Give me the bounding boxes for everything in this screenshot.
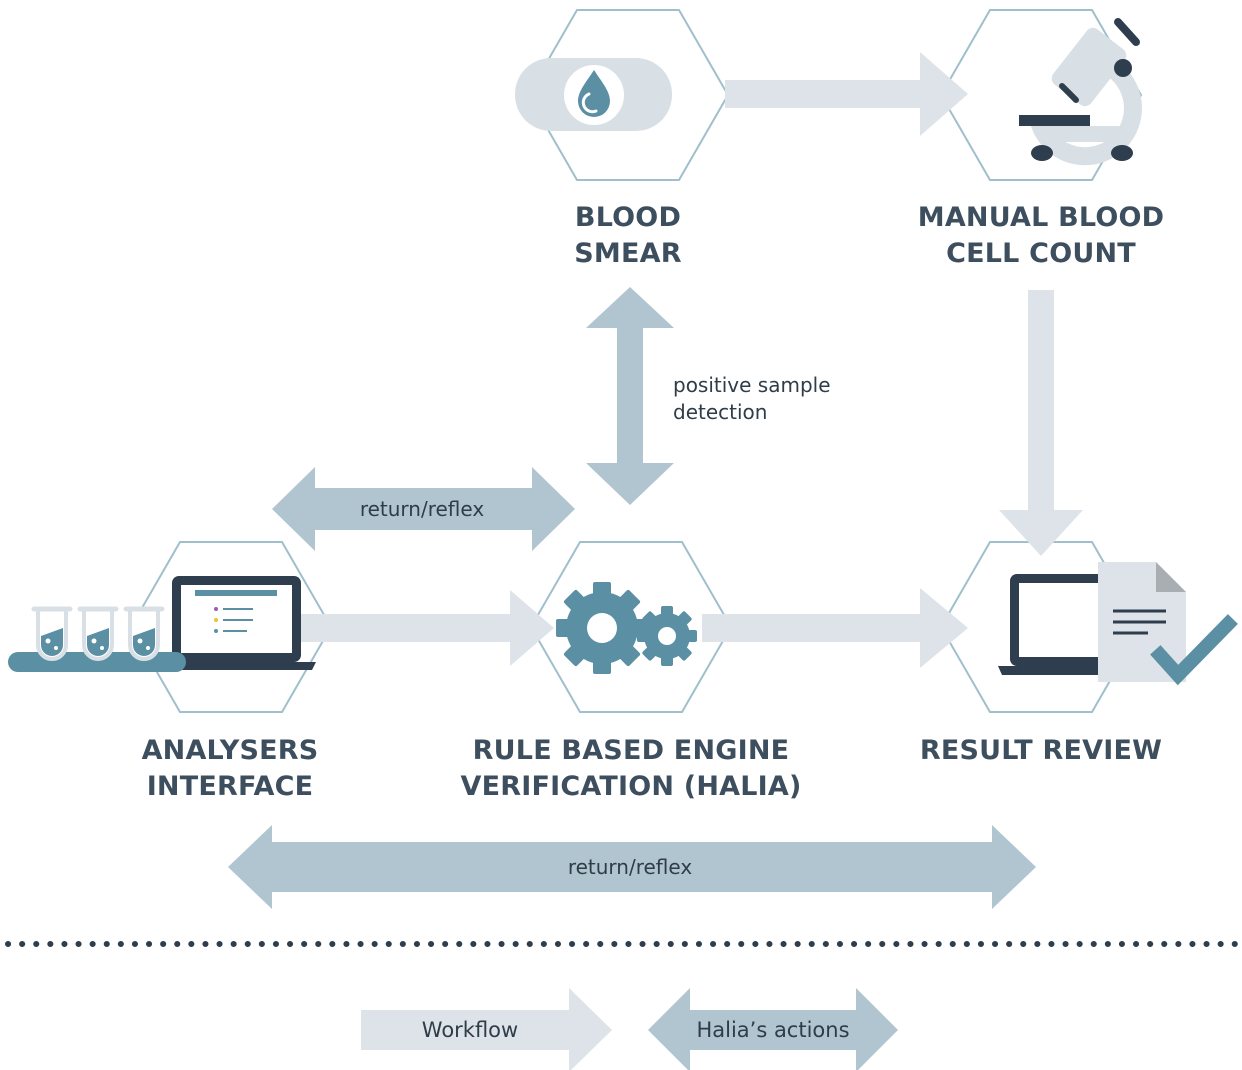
node-label-line: MANUAL BLOOD <box>917 202 1165 233</box>
test-tubes-laptop-icon <box>8 576 316 672</box>
arrow-engine-smear-double <box>586 287 674 505</box>
arrow-manual-to-review <box>999 290 1083 556</box>
edge-label-return-reflex-top: return/reflex <box>359 497 485 521</box>
legend-halia-arrow <box>648 988 898 1070</box>
node-label-manual-count: MANUAL BLOOD CELL COUNT <box>900 200 1182 272</box>
node-label-line: INTERFACE <box>146 771 314 802</box>
node-label-line: VERIFICATION (HALIA) <box>460 771 802 802</box>
arrow-smear-to-manual <box>725 52 968 136</box>
node-label-engine: RULE BASED ENGINE VERIFICATION (HALIA) <box>440 733 822 805</box>
blood-drop-slide-icon <box>515 58 672 131</box>
node-label-line: RESULT REVIEW <box>919 735 1163 766</box>
halia-arrows <box>228 287 1036 909</box>
node-label-line: SMEAR <box>574 238 682 269</box>
laptop-document-check-icon <box>998 562 1238 686</box>
legend-halia-actions-label: Halia’s actions <box>696 1018 850 1042</box>
gears-icon <box>556 582 697 674</box>
legend-workflow-label: Workflow <box>421 1018 519 1042</box>
node-label-analysers: ANALYSERS INTERFACE <box>100 733 360 805</box>
node-label-result-review: RESULT REVIEW <box>900 733 1182 769</box>
test-tube-3 <box>123 606 165 661</box>
edge-label-line: positive sample <box>673 373 831 397</box>
node-label-line: CELL COUNT <box>946 238 1136 269</box>
edge-label-positive-detection: positive sample detection <box>673 372 873 426</box>
node-label-line: ANALYSERS <box>141 735 319 766</box>
edge-label-return-reflex-bottom: return/reflex <box>567 855 693 879</box>
test-tube-2 <box>77 606 119 661</box>
node-label-line: RULE BASED ENGINE <box>472 735 790 766</box>
large-gear <box>556 582 648 674</box>
small-gear <box>637 606 697 666</box>
workflow-arrows <box>300 52 1083 668</box>
node-label-line: BLOOD <box>574 202 682 233</box>
test-tube-1 <box>31 606 73 661</box>
arrow-analysers-to-engine <box>300 590 554 666</box>
arrow-engine-to-review <box>702 588 968 668</box>
arrow-return-reflex-bottom <box>228 825 1036 909</box>
edge-label-line: detection <box>673 400 768 424</box>
legend-workflow-arrow <box>361 988 612 1070</box>
microscope-icon <box>1019 18 1142 166</box>
node-label-blood-smear: BLOOD SMEAR <box>528 200 728 272</box>
arrow-return-reflex-top <box>272 467 575 551</box>
